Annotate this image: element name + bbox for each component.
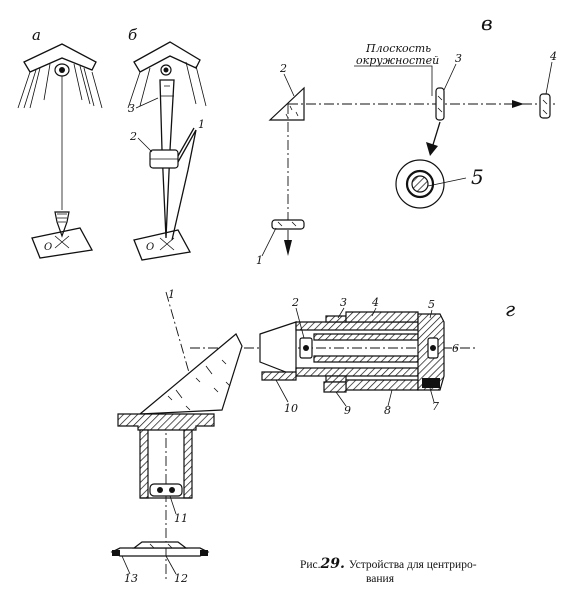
label-g-11: 11 bbox=[174, 512, 188, 525]
label-g-8: 8 bbox=[384, 404, 391, 417]
lens-11 bbox=[149, 483, 183, 497]
caption-prefix: Рис. bbox=[300, 559, 321, 571]
centering-rod bbox=[159, 79, 175, 239]
objective-4 bbox=[539, 93, 551, 119]
label-g-3: 3 bbox=[340, 296, 347, 309]
prism-base bbox=[117, 413, 215, 431]
ground-plate-b bbox=[133, 229, 192, 261]
label-g-2: 2 bbox=[291, 296, 299, 309]
label-g-7: 7 bbox=[432, 400, 439, 413]
caption-number: 29. bbox=[320, 556, 345, 572]
label-g-9: 9 bbox=[344, 404, 351, 417]
label-g-10: 10 bbox=[284, 402, 298, 415]
label-g-4: 4 bbox=[371, 296, 379, 309]
label-v-1: 1 bbox=[256, 254, 263, 267]
tripod-head-b bbox=[127, 41, 207, 109]
panel-b: б O 3 2 1 bbox=[127, 26, 207, 261]
panel-g-label: г bbox=[505, 297, 515, 321]
label-b-3: 3 bbox=[128, 102, 135, 115]
label-g-13: 13 bbox=[124, 572, 138, 585]
ground-plate-a bbox=[31, 227, 94, 259]
plane-label-line1: Плоскость bbox=[365, 42, 431, 55]
label-g-5: 5 bbox=[428, 298, 435, 311]
label-b-1: 1 bbox=[198, 118, 205, 131]
tripod-head-a bbox=[17, 43, 103, 109]
tripod-legs-b bbox=[171, 127, 197, 241]
caption-line2: вания bbox=[366, 573, 395, 585]
label-v-3: 3 bbox=[455, 52, 462, 65]
prism-1 bbox=[138, 333, 243, 415]
svg-text:Рис.29.Устройства для центриро: Рис.29. Устройства для центриро- bbox=[300, 556, 477, 572]
label-v-2: 2 bbox=[279, 62, 287, 75]
eyepiece-tube-assembly bbox=[259, 311, 445, 393]
panel-a: а O bbox=[17, 26, 103, 259]
panel-b-label: б bbox=[128, 26, 138, 44]
lower-lens-1 bbox=[271, 219, 305, 230]
ring-lens-3 bbox=[435, 87, 445, 121]
reticle-plate bbox=[110, 541, 210, 557]
label-v-5: 5 bbox=[471, 165, 484, 189]
plane-label-line2: окружностей bbox=[356, 54, 439, 67]
optical-axis-g-inclined bbox=[165, 291, 191, 377]
caption-line1: Устройства для центриро- bbox=[349, 559, 477, 571]
prism-2 bbox=[268, 86, 305, 121]
label-b-2: 2 bbox=[129, 130, 137, 143]
panel-a-label: а bbox=[32, 26, 41, 44]
vertical-tube bbox=[139, 429, 149, 499]
panel-v-label: в bbox=[481, 11, 493, 35]
arrow-to-view bbox=[431, 121, 441, 149]
figure-caption: Рис.29. Устройства для центриро- вания bbox=[300, 556, 477, 585]
label-g-6: 6 bbox=[452, 342, 459, 355]
point-o-b: O bbox=[146, 242, 154, 253]
label-g-12: 12 bbox=[174, 572, 188, 585]
label-v-4: 4 bbox=[549, 50, 557, 63]
field-of-view-5 bbox=[395, 159, 445, 209]
point-o-a: O bbox=[44, 242, 52, 253]
label-g-1: 1 bbox=[168, 288, 175, 301]
panel-g: г 1 11 13 bbox=[110, 288, 515, 585]
panel-v: в 2 3 Плоскость окружностей 4 bbox=[256, 11, 557, 267]
